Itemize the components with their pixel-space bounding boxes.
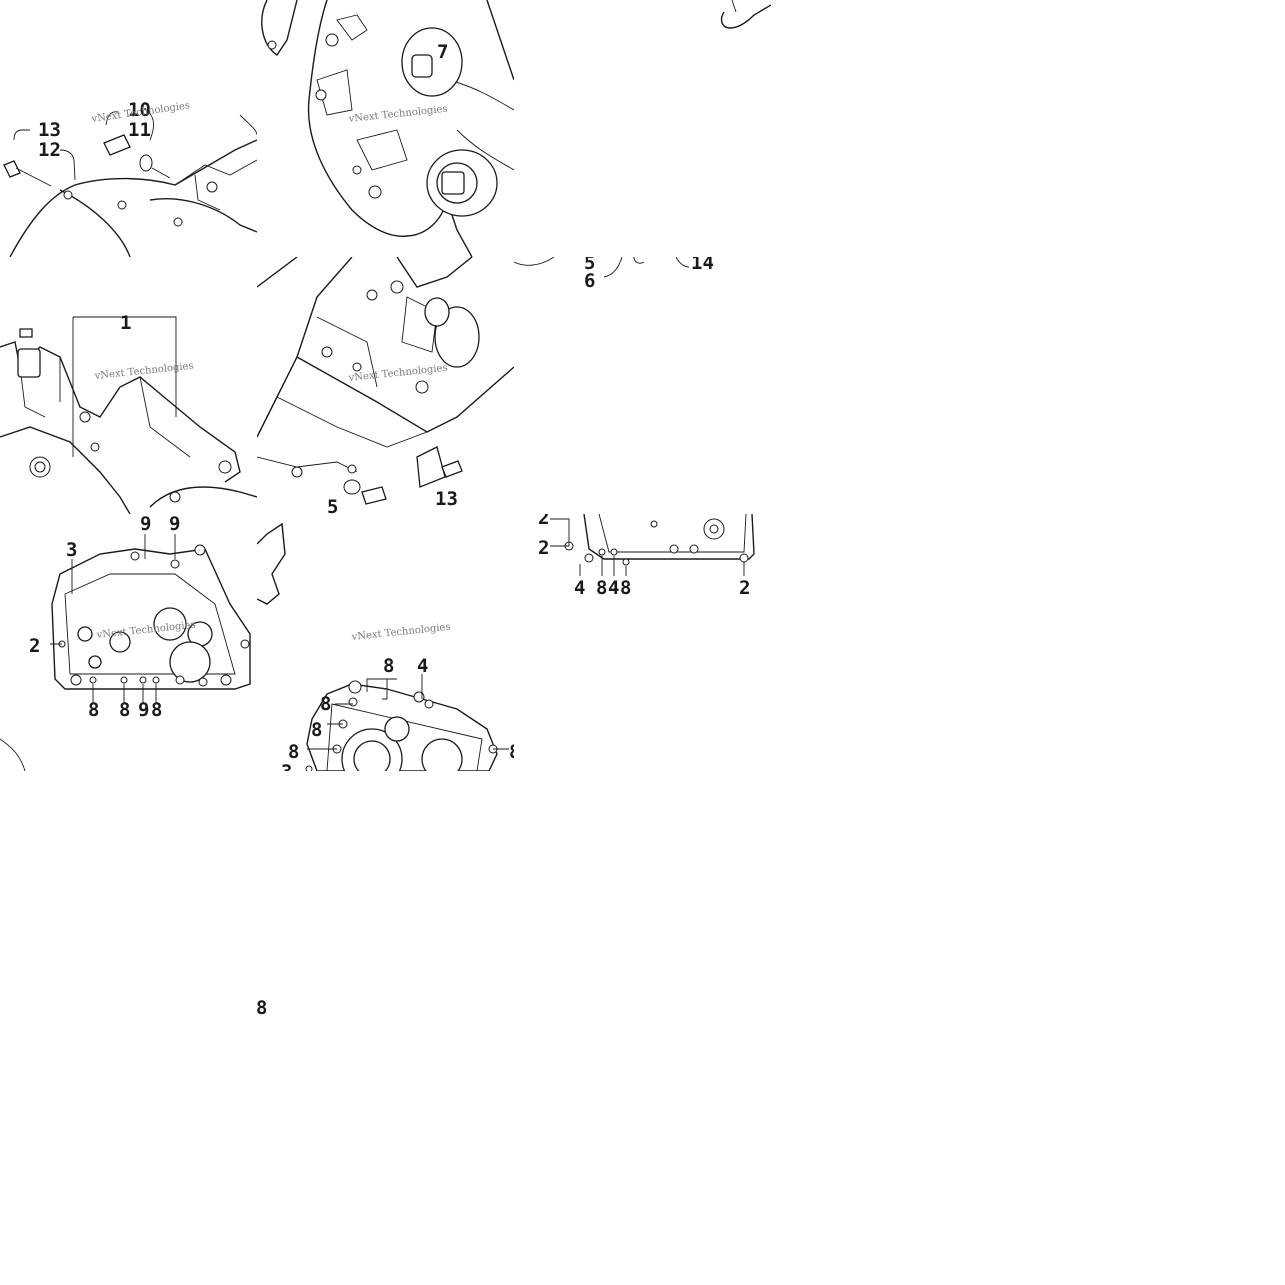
diagram-tile-right-fragment: 2 2 4 8 4 8 2 [514, 514, 771, 604]
callout-3: 3 [281, 761, 292, 771]
callout-5: 5 [327, 496, 338, 514]
callout-8: 8 [311, 719, 322, 741]
watermark: vNext Technologies [347, 104, 448, 125]
diagram-tile-top-right [514, 0, 771, 30]
callout-2: 2 [538, 537, 549, 559]
callout-8: 8 [256, 997, 266, 1018]
watermark: vNext Technologies [95, 620, 196, 641]
callout-5: 5 [584, 257, 595, 274]
callout-3: 3 [66, 539, 77, 561]
callout-9: 9 [169, 514, 180, 535]
callout-13: 13 [435, 488, 458, 510]
callout-10: 10 [128, 99, 151, 121]
callout-8: 8 [88, 699, 99, 721]
diagram-tile-top-left: 13 12 10 11 vNext Technologies [0, 0, 257, 257]
callout-8: 8 [320, 693, 331, 715]
callout-9: 9 [140, 514, 151, 535]
watermark: vNext Technologies [347, 363, 448, 384]
callout-8: 8 [620, 577, 631, 599]
diagram-tile-stray-callout: 8 [254, 994, 266, 1018]
callout-9: 9 [138, 699, 149, 721]
callout-2: 2 [739, 577, 750, 599]
diagram-tile-top-middle: 7 vNext Technologies [257, 0, 514, 257]
callout-2: 2 [538, 514, 549, 529]
callout-12: 12 [38, 139, 61, 161]
diagram-tile-middle-left: 1 vNext Technologies [0, 257, 257, 514]
diagram-tile-bottom-left: 9 9 3 2 8 8 9 8 vNext Technologies [0, 514, 257, 771]
callout-11: 11 [128, 119, 151, 141]
callout-4: 4 [574, 577, 585, 599]
diagram-tile-bottom-middle: 8 4 8 8 8 3 8 vNext Technologies [257, 514, 514, 771]
callout-8: 8 [596, 577, 607, 599]
callout-8: 8 [119, 699, 130, 721]
callout-8: 8 [288, 741, 299, 763]
callout-8: 8 [509, 741, 514, 763]
diagram-tile-callout-strip: 5 6 14 [514, 257, 771, 291]
watermark: vNext Technologies [350, 622, 451, 643]
callout-2: 2 [29, 635, 40, 657]
callout-8: 8 [383, 655, 394, 677]
callout-8: 8 [151, 699, 162, 721]
callout-7: 7 [437, 41, 448, 63]
callout-1: 1 [120, 312, 131, 334]
watermark: vNext Technologies [93, 361, 194, 382]
callout-4: 4 [417, 655, 428, 677]
callout-14: 14 [691, 257, 714, 274]
callout-13: 13 [38, 119, 61, 141]
callout-4: 4 [608, 577, 619, 599]
diagram-tile-middle-middle: 5 13 vNext Technologies [257, 257, 514, 514]
callout-6: 6 [584, 270, 595, 291]
